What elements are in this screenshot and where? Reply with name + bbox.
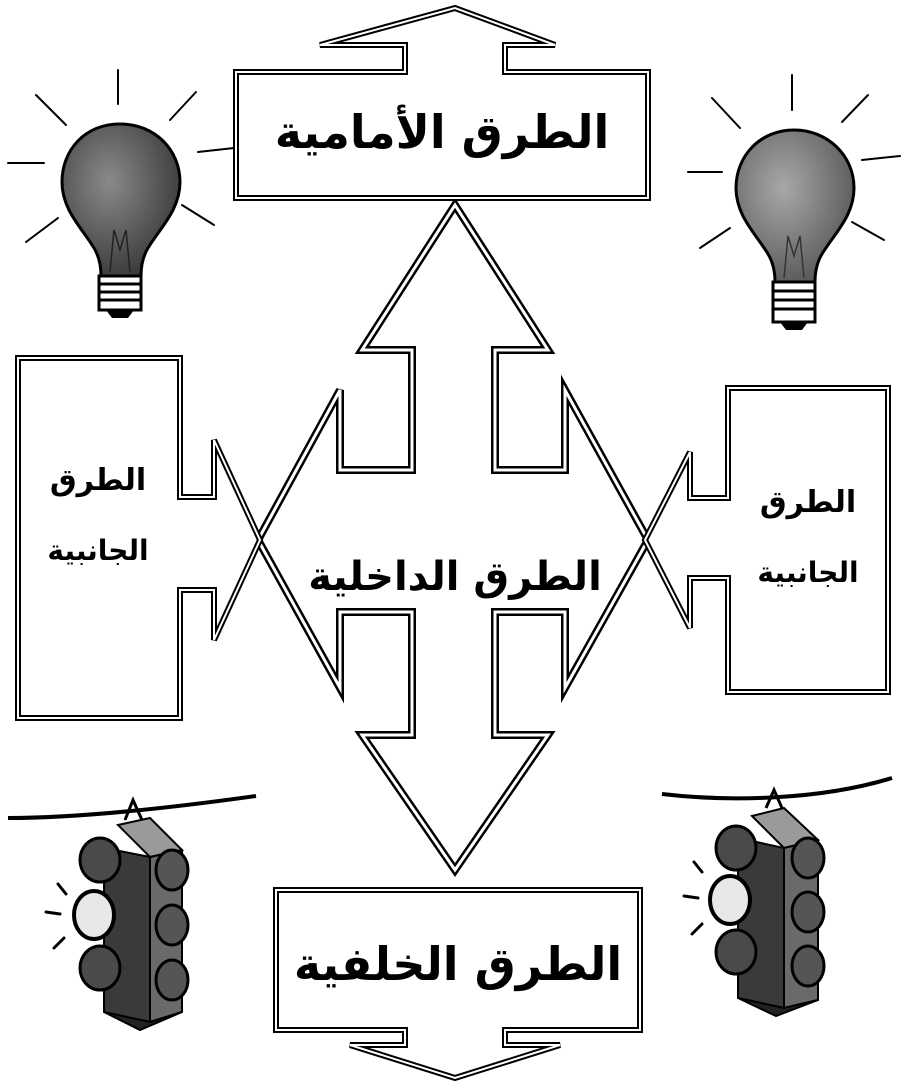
inner-roads-label: الطرق الداخلية bbox=[308, 554, 602, 600]
left-side-roads-line-2: الجانبية bbox=[47, 534, 148, 567]
four-way-arrow bbox=[258, 205, 648, 870]
light-bulb-icon bbox=[688, 75, 900, 330]
front-roads-box bbox=[236, 8, 648, 198]
right-side-roads-line-1: الطرق bbox=[760, 485, 856, 520]
right-side-roads-line-2: الجانبية bbox=[757, 556, 858, 589]
front-roads-label: الطرق الأمامية bbox=[275, 104, 610, 159]
light-bulb-icon bbox=[8, 70, 234, 318]
right-side-roads-box bbox=[645, 388, 888, 692]
traffic-light-icon bbox=[8, 796, 256, 1030]
traffic-light-icon bbox=[662, 778, 892, 1016]
back-roads-label: الطرق الخلفية bbox=[294, 937, 622, 991]
left-side-roads-line-1: الطرق bbox=[50, 463, 146, 498]
